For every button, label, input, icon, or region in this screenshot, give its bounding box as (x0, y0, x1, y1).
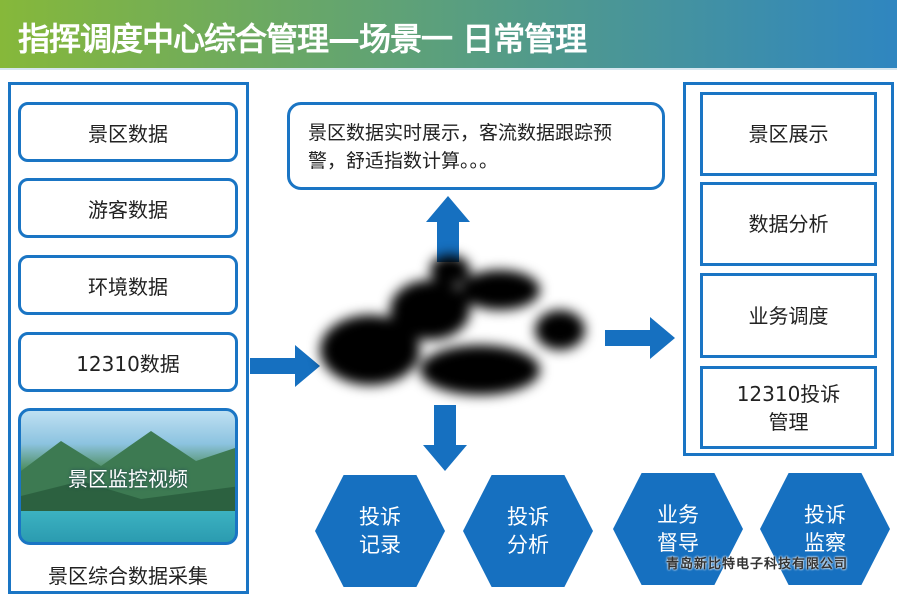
hex-label-line1: 投诉 (804, 503, 846, 527)
hex-complaint-record: 投诉记录 (315, 475, 445, 587)
arrow-right-icon (605, 317, 675, 359)
right-item-scenic-display: 景区展示 (700, 92, 877, 176)
left-item-visitor-data: 游客数据 (18, 178, 238, 238)
arrow-up-icon (426, 196, 470, 262)
left-panel (8, 82, 249, 594)
hex-business-supervision: 业务督导 (613, 473, 743, 585)
header-banner: 指挥调度中心综合管理—场景一 日常管理 (0, 0, 897, 70)
company-watermark: 青岛新比特电子科技有限公司 (666, 557, 849, 572)
hex-label-line2: 督导 (657, 531, 699, 555)
right-item-business-dispatch: 业务调度 (700, 273, 877, 358)
hex-label-line2: 分析 (507, 533, 549, 557)
hex-label-line2: 记录 (359, 533, 401, 557)
blurred-center-graphic (320, 255, 585, 395)
hex-complaint-inspection: 投诉监察 (760, 473, 890, 585)
right-item-12310-complaint: 12310投诉 管理 (700, 366, 877, 449)
right-panel (683, 82, 894, 456)
right-item-data-analysis: 数据分析 (700, 182, 877, 266)
left-item-scenic-data: 景区数据 (18, 102, 238, 162)
monitoring-video-label: 景区监控视频 (68, 467, 188, 491)
hex-label-line1: 投诉 (507, 505, 549, 529)
hex-label-line1: 投诉 (359, 505, 401, 529)
arrow-down-icon (423, 405, 467, 471)
monitoring-video-image: 景区监控视频 (18, 408, 238, 545)
page-title: 指挥调度中心综合管理—场景一 日常管理 (18, 20, 587, 58)
left-panel-caption: 景区综合数据采集 (48, 564, 208, 588)
left-item-environment-data: 环境数据 (18, 255, 238, 315)
hex-label-line1: 业务 (657, 503, 699, 527)
hex-complaint-analysis: 投诉分析 (463, 475, 593, 587)
hex-label-line2: 监察 (804, 531, 846, 555)
landscape-illustration (21, 431, 235, 511)
arrow-right-icon (250, 345, 320, 387)
callout-description: 景区数据实时展示，客流数据跟踪预警，舒适指数计算。。。 (287, 102, 665, 190)
left-item-12310-data: 12310数据 (18, 332, 238, 392)
